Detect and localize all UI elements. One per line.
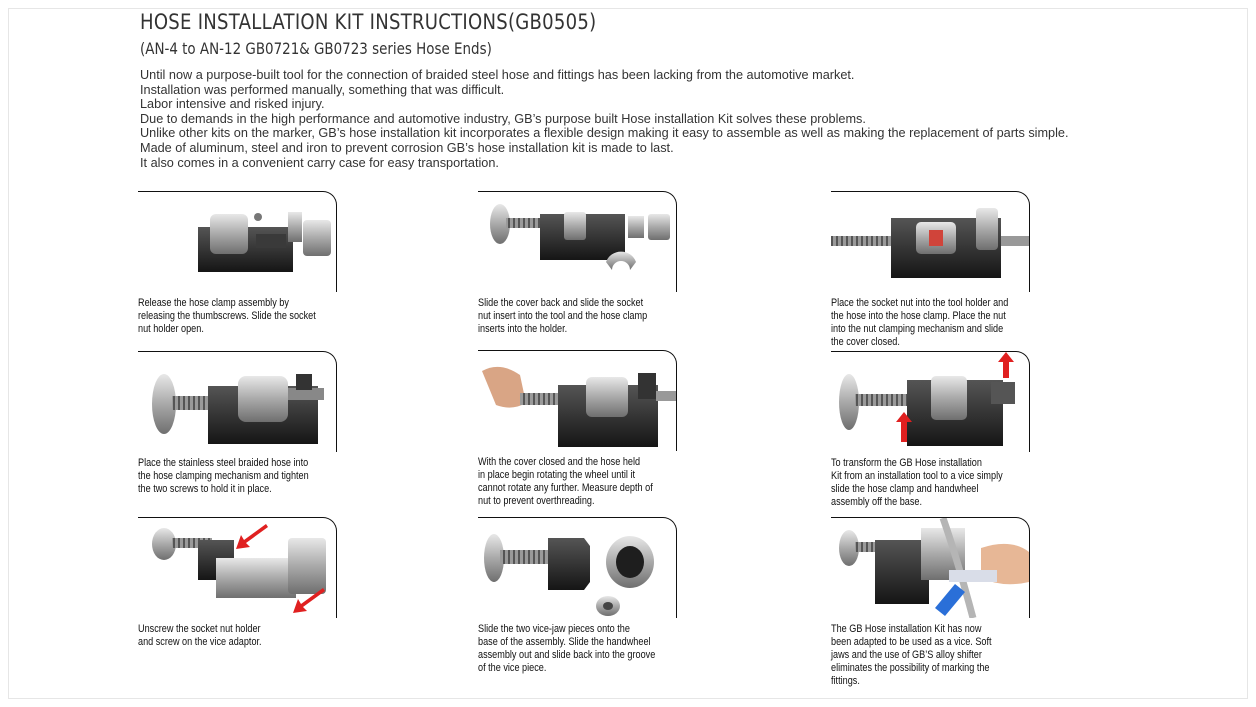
caption-line: base of the assembly. Slide the handwhee… (478, 636, 651, 648)
step-7: Unscrew the socket nut holder and screw … (138, 517, 338, 649)
caption-line: in place begin rotating the wheel until … (478, 469, 636, 481)
caption-line: jaws and the use of GB’S alloy shifter (831, 649, 982, 661)
step-8-caption: Slide the two vice-jaw pieces onto the b… (478, 623, 678, 675)
caption-line: the hose into the hose clamp. Place the … (831, 310, 1006, 322)
page-frame (8, 8, 1248, 699)
step-3-photo (831, 191, 1030, 292)
step-5: With the cover closed and the hose held … (478, 350, 678, 508)
page-subtitle: (AN-4 to AN-12 GB0721& GB0723 series Hos… (140, 39, 492, 58)
intro-line: Until now a purpose-built tool for the c… (140, 68, 855, 82)
caption-line: nut insert into the tool and the hose cl… (478, 310, 648, 322)
intro-line: Unlike other kits on the marker, GB’s ho… (140, 126, 1069, 141)
intro-line: Labor intensive and risked injury. (140, 97, 325, 112)
step-2: Slide the cover back and slide the socke… (478, 191, 678, 336)
caption-line: Slide the two vice-jaw pieces onto the (478, 623, 630, 635)
caption-line: nut holder open. (138, 323, 204, 335)
step-6-caption: To transform the GB Hose installation Ki… (831, 457, 1031, 509)
caption-line: and screw on the vice adaptor. (138, 636, 262, 648)
intro-line: Due to demands in the high performance a… (140, 111, 866, 126)
step-3: Place the socket nut into the tool holde… (831, 191, 1031, 349)
caption-line: the hose clamping mechanism and tighten (138, 470, 309, 482)
step-1-caption: Release the hose clamp assembly by relea… (138, 297, 338, 336)
caption-line: Slide the cover back and slide the socke… (478, 297, 644, 309)
step-7-photo (138, 517, 337, 618)
step-4-caption: Place the stainless steel braided hose i… (138, 457, 338, 496)
caption-line: the cover closed. (831, 336, 900, 348)
caption-line: into the nut clamping mechanism and slid… (831, 323, 1004, 335)
intro-line: It also comes in a convenient carry case… (140, 155, 499, 170)
step-5-photo (478, 350, 677, 451)
caption-line: With the cover closed and the hose held (478, 456, 641, 468)
caption-line: Place the socket nut into the tool holde… (831, 297, 1009, 309)
step-1: Release the hose clamp assembly by relea… (138, 191, 338, 336)
step-5-caption: With the cover closed and the hose held … (478, 456, 678, 508)
caption-line: cannot rotate any further. Measure depth… (478, 482, 653, 494)
caption-line: been adapted to be used as a vice. Soft (831, 636, 992, 648)
step-8: Slide the two vice-jaw pieces onto the b… (478, 517, 678, 675)
step-2-caption: Slide the cover back and slide the socke… (478, 297, 678, 336)
caption-line: of the vice piece. (478, 662, 547, 674)
page-title: HOSE INSTALLATION KIT INSTRUCTIONS(GB050… (140, 10, 597, 34)
step-6: To transform the GB Hose installation Ki… (831, 351, 1031, 509)
caption-line: Place the stainless steel braided hose i… (138, 457, 309, 469)
step-9-photo (831, 517, 1030, 618)
caption-line: Kit from an installation tool to a vice … (831, 470, 1003, 482)
caption-line: nut to prevent overthreading. (478, 495, 595, 507)
intro-line: Made of aluminum, steel and iron to prev… (140, 140, 674, 155)
step-4: Place the stainless steel braided hose i… (138, 351, 338, 496)
caption-line: assembly out and slide back into the gro… (478, 649, 656, 661)
caption-line: Unscrew the socket nut holder (138, 623, 261, 635)
step-9-caption: The GB Hose installation Kit has now bee… (831, 623, 1031, 688)
caption-line: releasing the thumbscrews. Slide the soc… (138, 310, 316, 322)
step-2-photo (478, 191, 677, 292)
caption-line: assembly off the base. (831, 496, 922, 508)
caption-line: To transform the GB Hose installation (831, 457, 982, 469)
caption-line: eliminates the possibility of marking th… (831, 662, 990, 674)
step-8-photo (478, 517, 677, 618)
step-4-photo (138, 351, 337, 452)
step-3-caption: Place the socket nut into the tool holde… (831, 297, 1031, 349)
caption-line: inserts into the holder. (478, 323, 568, 335)
intro-paragraph: Until now a purpose-built tool for the c… (140, 68, 1069, 170)
step-6-photo (831, 351, 1030, 452)
caption-line: the two screws to hold it in place. (138, 483, 272, 495)
caption-line: The GB Hose installation Kit has now (831, 623, 982, 635)
caption-line: fittings. (831, 675, 860, 687)
step-7-caption: Unscrew the socket nut holder and screw … (138, 623, 338, 649)
caption-line: slide the hose clamp and handwheel (831, 483, 979, 495)
step-1-photo (138, 191, 337, 292)
intro-line: Installation was performed manually, som… (140, 82, 505, 97)
caption-line: Release the hose clamp assembly by (138, 297, 289, 309)
step-9: The GB Hose installation Kit has now bee… (831, 517, 1031, 688)
